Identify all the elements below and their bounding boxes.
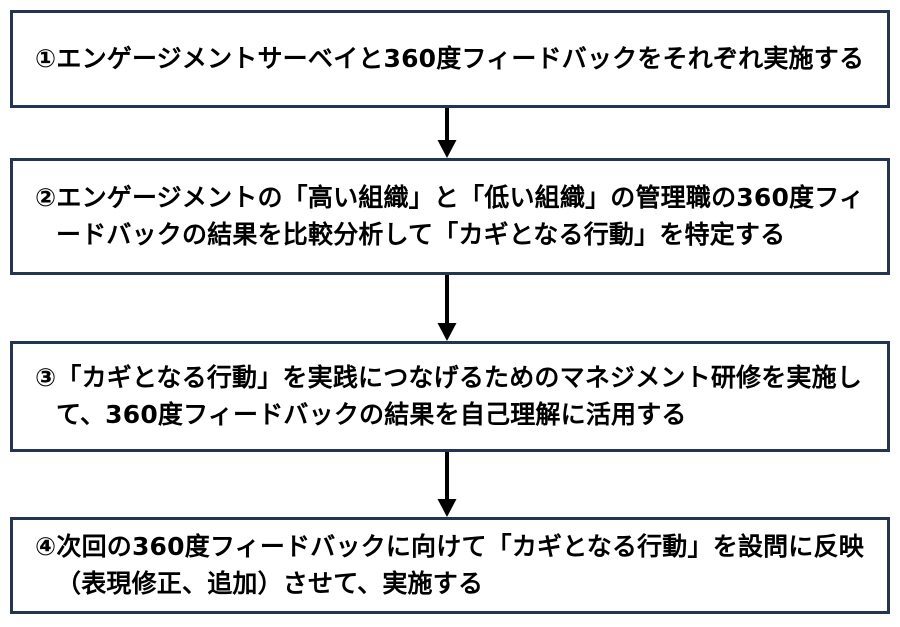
flowchart-node-step-2: ②エンゲージメントの「高い組織」と「低い組織」の管理職の360度フィードバックの… [10, 158, 890, 275]
flowchart-node-step-4: ④次回の360度フィードバックに向けて「カギとなる行動」を設問に反映（表現修正、… [10, 517, 890, 614]
arrow-step-3-to-step-4 [427, 452, 467, 517]
flowchart-node-step-1: ①エンゲージメントサーベイと360度フィードバックをそれぞれ実施する [10, 10, 890, 108]
flowchart-node-step-2-label: ②エンゲージメントの「高い組織」と「低い組織」の管理職の360度フィードバックの… [35, 183, 865, 249]
flowchart-node-step-3: ③「カギとなる行動」を実践につなげるためのマネジメント研修を実施して、360度フ… [10, 341, 890, 452]
arrow-step-1-to-step-2 [427, 108, 467, 158]
arrow-step-2-to-step-3 [427, 275, 467, 341]
flowchart-node-step-1-label: ①エンゲージメントサーベイと360度フィードバックをそれぞれ実施する [35, 43, 865, 73]
flowchart-node-step-3-label: ③「カギとなる行動」を実践につなげるためのマネジメント研修を実施して、360度フ… [35, 363, 863, 429]
flowchart-node-step-4-label: ④次回の360度フィードバックに向けて「カギとなる行動」を設問に反映（表現修正、… [35, 532, 864, 598]
